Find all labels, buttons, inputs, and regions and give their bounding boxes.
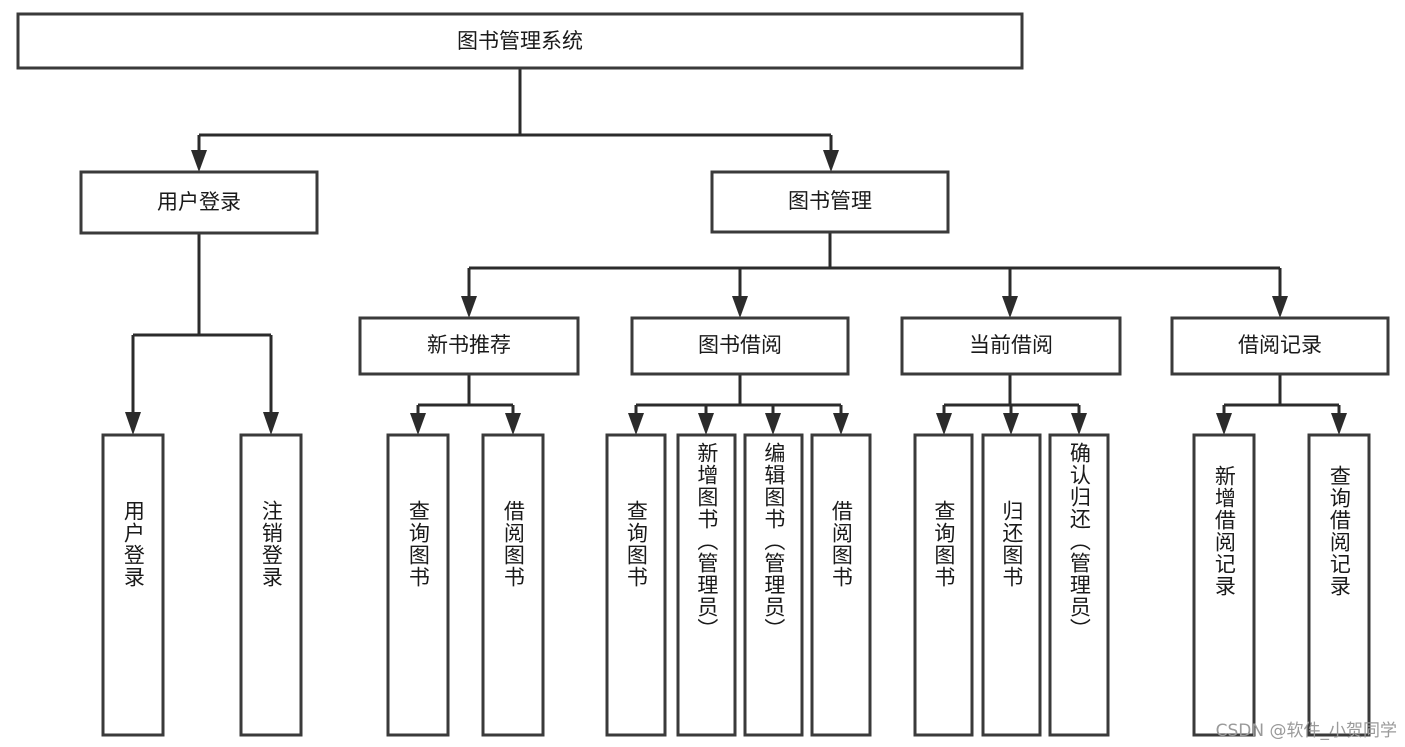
connector-root-to-level2 bbox=[191, 68, 839, 172]
arrow-head-icon bbox=[1216, 413, 1232, 435]
node-book-borrow-label: 图书借阅 bbox=[698, 333, 782, 357]
arrow-head-icon bbox=[698, 413, 714, 435]
arrow-head-icon bbox=[732, 296, 748, 318]
arrow-head-icon bbox=[823, 150, 839, 172]
node-leaf-box-book-borrow-0[interactable] bbox=[605, 433, 667, 737]
connector-bookmgmt-to-level3 bbox=[461, 232, 1288, 318]
leaf-label-current-borrow-2: 确认归还（管理员） bbox=[1067, 442, 1092, 640]
arrow-head-icon bbox=[125, 412, 141, 435]
leaf-label-user-login-0-wrap: 用户登录 bbox=[103, 500, 163, 735]
leaf-label-borrow-record-0-wrap: 新增借阅记录 bbox=[1194, 465, 1254, 735]
node-leaf-box-new-book-1[interactable] bbox=[481, 433, 545, 737]
node-leaf-box-book-borrow-1[interactable] bbox=[676, 433, 737, 737]
csdn-watermark: CSDN @软件_小贺同学 bbox=[1215, 721, 1397, 741]
connector-newbook-to-leaves bbox=[410, 374, 521, 435]
leaf-label-user-login-0: 用户登录 bbox=[121, 500, 146, 588]
node-leaf-box-current-borrow-0[interactable] bbox=[913, 433, 974, 737]
leaf-label-new-book-0-wrap: 查询图书 bbox=[388, 500, 448, 735]
node-borrow-record-label: 借阅记录 bbox=[1238, 333, 1322, 357]
node-book-management[interactable]: 图书管理 bbox=[710, 170, 950, 234]
node-leaf-box-current-borrow-1[interactable] bbox=[981, 433, 1042, 737]
node-book-management-box[interactable] bbox=[710, 170, 950, 234]
leaf-label-book-borrow-3-wrap: 借阅图书 bbox=[812, 500, 870, 735]
node-user-login[interactable]: 用户登录 bbox=[79, 170, 319, 235]
node-root-label: 图书管理系统 bbox=[457, 29, 583, 53]
node-leaf-box-user-login-1[interactable] bbox=[239, 433, 303, 737]
leaf-label-book-borrow-1-wrap: 新增图书（管理员） bbox=[678, 442, 735, 735]
node-user-login-box[interactable] bbox=[79, 170, 319, 235]
leaf-label-book-borrow-0: 查询图书 bbox=[624, 500, 649, 588]
leaf-label-user-login-1-wrap: 注销登录 bbox=[241, 500, 301, 735]
arrow-head-icon bbox=[263, 412, 279, 435]
arrow-head-icon bbox=[1272, 296, 1288, 318]
arrow-head-icon bbox=[833, 413, 849, 435]
leaf-label-current-borrow-0-wrap: 查询图书 bbox=[915, 500, 972, 735]
node-new-book-recommend[interactable]: 新书推荐 bbox=[358, 316, 580, 376]
leaf-label-new-book-1: 借阅图书 bbox=[501, 500, 526, 588]
arrow-head-icon bbox=[410, 413, 426, 435]
connector-bookborrow-to-leaves bbox=[628, 374, 849, 435]
node-new-book-recommend-label: 新书推荐 bbox=[427, 333, 511, 357]
leaf-label-new-book-1-wrap: 借阅图书 bbox=[483, 500, 543, 735]
arrow-head-icon bbox=[628, 413, 644, 435]
leaf-label-current-borrow-0: 查询图书 bbox=[931, 500, 956, 588]
arrow-head-icon bbox=[1002, 296, 1018, 318]
leaf-label-user-login-1: 注销登录 bbox=[259, 500, 284, 588]
node-leaf-box-borrow-record-1[interactable] bbox=[1307, 433, 1371, 737]
node-current-borrow-label: 当前借阅 bbox=[969, 333, 1053, 357]
node-book-borrow-box[interactable] bbox=[630, 316, 850, 376]
node-book-borrow[interactable]: 图书借阅 bbox=[630, 316, 850, 376]
leaf-label-borrow-record-1-wrap: 查询借阅记录 bbox=[1309, 465, 1369, 735]
connector-userlogin-to-leaves bbox=[125, 233, 279, 435]
leaf-label-borrow-record-1: 查询借阅记录 bbox=[1327, 465, 1352, 597]
arrow-head-icon bbox=[1331, 413, 1347, 435]
leaf-label-book-borrow-0-wrap: 查询图书 bbox=[607, 500, 665, 735]
leaf-label-current-borrow-2-wrap: 确认归还（管理员） bbox=[1050, 442, 1108, 735]
leaf-label-borrow-record-0: 新增借阅记录 bbox=[1212, 465, 1237, 597]
node-leaf-box-borrow-record-0[interactable] bbox=[1192, 433, 1256, 737]
arrow-head-icon bbox=[461, 296, 477, 318]
connector-currentborrow-to-leaves bbox=[936, 374, 1087, 435]
node-user-login-label: 用户登录 bbox=[157, 190, 241, 214]
node-book-management-label: 图书管理 bbox=[788, 189, 872, 213]
node-borrow-record-box[interactable] bbox=[1170, 316, 1390, 376]
leaf-label-new-book-0: 查询图书 bbox=[406, 500, 431, 588]
node-leaf-box-book-borrow-3[interactable] bbox=[810, 433, 872, 737]
node-root[interactable]: 图书管理系统 bbox=[16, 12, 1024, 70]
arrow-head-icon bbox=[505, 413, 521, 435]
node-current-borrow[interactable]: 当前借阅 bbox=[900, 316, 1122, 376]
node-leaf-box-user-login-0[interactable] bbox=[101, 433, 165, 737]
node-new-book-recommend-box[interactable] bbox=[358, 316, 580, 376]
leaf-label-book-borrow-2: 编辑图书（管理员） bbox=[761, 442, 786, 640]
node-leaf-box-new-book-0[interactable] bbox=[386, 433, 450, 737]
arrow-head-icon bbox=[936, 413, 952, 435]
node-root-box[interactable] bbox=[16, 12, 1024, 70]
leaf-label-book-borrow-1: 新增图书（管理员） bbox=[694, 442, 719, 640]
leaf-label-current-borrow-1: 归还图书 bbox=[999, 500, 1024, 588]
leaf-label-book-borrow-3: 借阅图书 bbox=[829, 500, 854, 588]
connector-borrowrecord-to-leaves bbox=[1216, 374, 1347, 435]
arrow-head-icon bbox=[1071, 413, 1087, 435]
leaf-label-book-borrow-2-wrap: 编辑图书（管理员） bbox=[745, 442, 802, 735]
node-current-borrow-box[interactable] bbox=[900, 316, 1122, 376]
arrow-head-icon bbox=[191, 150, 207, 172]
node-leaf-box-book-borrow-2[interactable] bbox=[743, 433, 804, 737]
arrow-head-icon bbox=[765, 413, 781, 435]
leaf-label-current-borrow-1-wrap: 归还图书 bbox=[983, 500, 1040, 735]
node-leaf-box-current-borrow-2[interactable] bbox=[1048, 433, 1110, 737]
arrow-head-icon bbox=[1003, 413, 1019, 435]
node-borrow-record[interactable]: 借阅记录 bbox=[1170, 316, 1390, 376]
